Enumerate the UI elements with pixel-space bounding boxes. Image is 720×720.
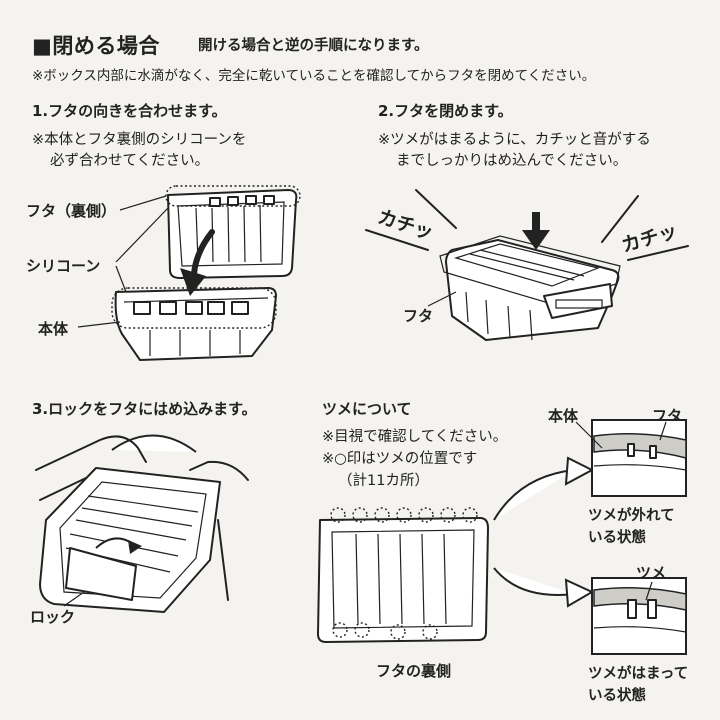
label-silicone: シリコーン	[26, 257, 101, 275]
state-on-line2: いる状態	[588, 688, 646, 704]
label-lid-backside: フタの裏側	[376, 662, 452, 680]
step1-note-line2: 必ず合わせてください。	[50, 153, 210, 169]
step3-title: 3.ロックをフタにはめ込みます。	[32, 400, 257, 418]
claw-note-line1: ※目視で確認してください。	[322, 429, 508, 445]
claw-illustration	[317, 419, 687, 655]
claw-note-line3: （計11カ所）	[338, 473, 429, 489]
claw-title: ツメについて	[322, 400, 412, 418]
label-lid-back: フタ（裏側）	[26, 202, 117, 220]
page-subtitle: 開ける場合と逆の手順になります。	[198, 38, 429, 54]
label-lid: フタ	[403, 307, 434, 325]
state-on-line1: ツメがはまって	[588, 666, 689, 682]
label-body: 本体	[38, 320, 69, 338]
page-title: ■閉める場合	[32, 34, 160, 58]
step1-illustration	[77, 185, 301, 361]
claw-note-line2: ※○印はツメの位置です	[322, 451, 478, 467]
step2-title: 2.フタを閉めます。	[378, 102, 513, 120]
step2-note-line1: ※ツメがはまるように、カチッと音がする	[378, 132, 651, 148]
state-off-line2: いる状態	[588, 530, 646, 546]
detail-label-body: 本体	[548, 407, 579, 425]
dry-check-note: ※ボックス内部に水滴がなく、完全に乾いていることを確認してからフタを閉めてくださ…	[32, 68, 596, 84]
step2-note-line2: までしっかりはめ込んでください。	[396, 153, 628, 169]
step2-illustration	[365, 189, 689, 341]
label-lock: ロック	[30, 608, 76, 626]
step1-title: 1.フタの向きを合わせます。	[32, 102, 227, 120]
state-off-line1: ツメが外れて	[588, 508, 675, 524]
step1-note-line1: ※本体とフタ裏側のシリコーンを	[32, 132, 247, 148]
step3-illustration	[35, 434, 249, 613]
